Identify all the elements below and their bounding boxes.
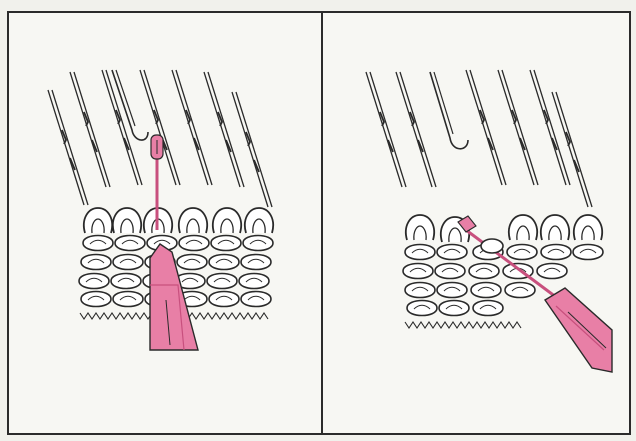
figure-stage: [0, 0, 636, 441]
figure-svg: [0, 0, 636, 441]
